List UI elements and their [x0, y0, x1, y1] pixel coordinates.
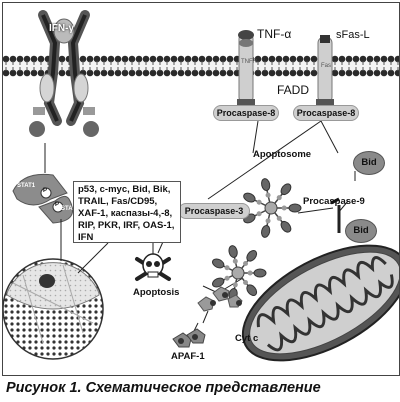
procaspase-9-label: Procaspase-9	[303, 196, 365, 207]
tnf-alpha-label: TNF-α	[257, 27, 292, 41]
figure-caption: Рисунок 1. Схематическое представление	[6, 380, 321, 396]
procaspase-8-right: Procaspase-8	[293, 105, 359, 121]
procaspase-3: Procaspase-3	[178, 203, 250, 219]
nucleus	[3, 258, 104, 360]
ifn-receptor	[29, 10, 99, 137]
diagram-canvas	[3, 10, 399, 362]
diagram-frame: IFN-γ TNF-α sFas-L TNFR Fas FADD Procasp…	[2, 2, 400, 376]
ifn-gamma-label: IFN-γ	[49, 23, 74, 34]
gene-line: TRAIL, Fas/CD95,	[78, 196, 158, 207]
apoptosome-label: Apoptosome	[253, 149, 312, 160]
apoptosis-label: Apoptosis	[133, 287, 180, 298]
gene-line: p53, c-myc, Bid, Bik,	[78, 184, 171, 195]
apaf-1-label: APAF-1	[171, 351, 205, 362]
skull-crossbones-icon	[135, 253, 171, 281]
cell-membrane	[3, 55, 399, 77]
procaspase-9-bar	[330, 197, 340, 205]
mitochondrion	[241, 244, 399, 362]
gene-line: XAF-1, каспазы-4,-8,	[78, 208, 173, 219]
stat1-bottom-label: STAT1	[61, 206, 80, 212]
apoptosome-upper	[243, 178, 302, 238]
tnfr-label: TNFR	[241, 59, 257, 65]
fadd-label: FADD	[277, 83, 310, 97]
bid-bottom: Bid	[345, 219, 377, 243]
apaf-1-molecule	[172, 328, 206, 348]
stat1-top-label: STAT1	[17, 183, 36, 189]
fas-receptor	[316, 35, 334, 105]
procaspase-8-left: Procaspase-8	[213, 105, 279, 121]
gene-line: IFN	[78, 232, 94, 243]
bid-top: Bid	[353, 151, 385, 175]
gene-line: RIP, PKR, IRF, OAS-1,	[78, 220, 175, 231]
p-bottom-label: P	[55, 202, 60, 208]
tnfr-receptor	[237, 30, 255, 105]
p-top-label: P	[43, 188, 48, 194]
sfas-l-label: sFas-L	[336, 29, 370, 41]
apoptosome-lower	[212, 245, 267, 301]
fas-label: Fas	[321, 63, 332, 69]
cyt-c-label: Cyt c	[235, 333, 259, 344]
cyt-c-molecules	[197, 286, 243, 312]
target-genes-box: p53, c-myc, Bid, Bik, TRAIL, Fas/CD95, X…	[73, 181, 181, 243]
stat1-dimer	[12, 173, 73, 224]
